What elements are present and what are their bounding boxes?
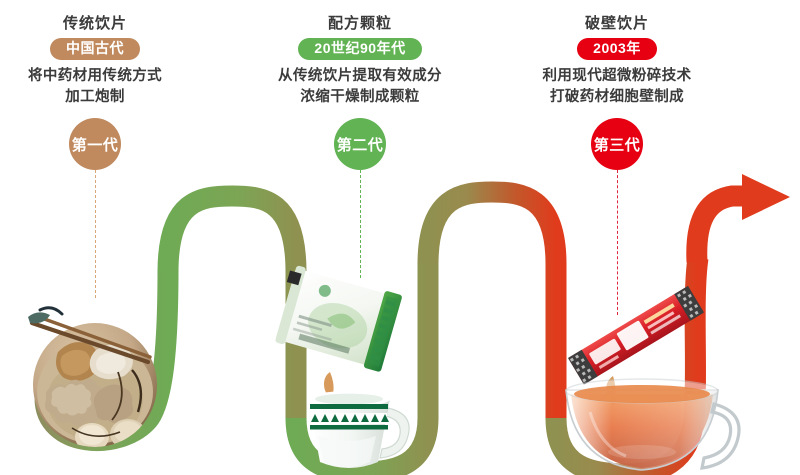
- generation-2-label: 第二代: [336, 136, 384, 154]
- column-generation-3: 破壁饮片 2003年 利用现代超微粉碎技术 打破药材细胞壁制成: [487, 14, 747, 108]
- column-3-desc-line1: 利用现代超微粉碎技术: [542, 68, 692, 84]
- glass-teacup: [565, 378, 741, 471]
- column-generation-2: 配方颗粒 20世纪90年代 从传统饮片提取有效成分 浓缩干燥制成颗粒: [230, 14, 490, 108]
- column-3-era-badge: 2003年: [577, 38, 657, 60]
- generation-1-circle: 第一代: [69, 118, 121, 170]
- column-1-title: 传统饮片: [62, 15, 127, 32]
- column-3-desc-line2: 打破药材细胞壁制成: [549, 89, 685, 105]
- column-1-era-badge: 中国古代: [50, 38, 140, 60]
- ribbon-segment-4: [417, 181, 567, 420]
- column-3-title: 破壁饮片: [584, 15, 649, 32]
- herbal-slices-photo: [28, 306, 157, 447]
- connector-dash-3: [617, 170, 618, 315]
- generation-3-label: 第三代: [593, 136, 641, 154]
- green-granule-sachet: [275, 265, 402, 372]
- connector-dash-1: [95, 170, 96, 298]
- generation-3-circle: 第三代: [591, 118, 643, 170]
- column-2-title: 配方颗粒: [327, 15, 392, 32]
- ribbon-segment-3: [285, 262, 439, 475]
- column-2-desc-line1: 从传统饮片提取有效成分: [278, 68, 442, 84]
- ribbon-arrow-tail: [686, 185, 748, 263]
- porcelain-cup: [308, 391, 410, 468]
- connector-dash-2: [360, 170, 361, 278]
- red-stick-sachet: [568, 285, 704, 385]
- generation-2-circle: 第二代: [334, 118, 386, 170]
- column-2-era-badge: 20世纪90年代: [298, 38, 422, 60]
- column-1-desc-line1: 将中药材用传统方式: [27, 68, 163, 84]
- arrow-head-icon: [742, 174, 790, 220]
- column-2-desc-line2: 浓缩干燥制成颗粒: [300, 89, 420, 105]
- column-1-desc-line2: 加工炮制: [65, 89, 125, 105]
- generation-1-label: 第一代: [71, 136, 119, 154]
- ribbon-segment-2: [157, 185, 307, 420]
- column-generation-1: 传统饮片 中国古代 将中药材用传统方式 加工炮制: [0, 14, 225, 108]
